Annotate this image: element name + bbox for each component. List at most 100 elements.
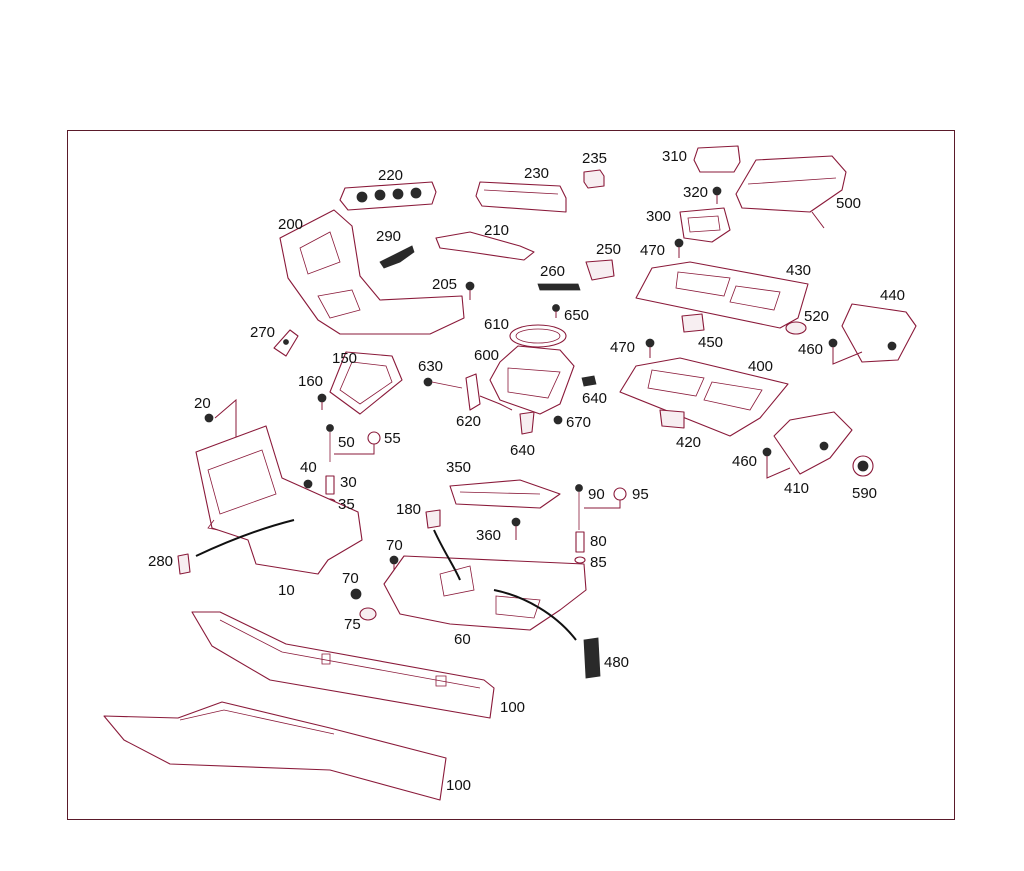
label-670: 670 — [566, 414, 591, 431]
part-205-screw[interactable] — [465, 281, 475, 300]
part-450-plug[interactable] — [681, 313, 705, 333]
part-640-clip-b[interactable] — [519, 411, 535, 435]
part-440-storage-unit[interactable] — [841, 303, 917, 363]
part-80-spacer[interactable] — [575, 531, 585, 553]
label-650: 650 — [564, 307, 589, 324]
part-520-bumper[interactable] — [785, 321, 807, 335]
part-600-cupholder-housing[interactable] — [489, 345, 575, 415]
part-55-nut[interactable] — [334, 431, 381, 455]
arrow-180 — [433, 529, 461, 581]
part-labels: 220 230 235 310 320 500 300 200 290 210 … — [148, 148, 905, 794]
label-55: 55 — [384, 430, 401, 447]
part-470-screw-a[interactable] — [674, 238, 684, 258]
part-630-bolt[interactable] — [423, 377, 463, 389]
label-440: 440 — [880, 287, 905, 304]
part-480-switch[interactable] — [583, 637, 601, 679]
label-460-b: 460 — [732, 453, 757, 470]
label-60: 60 — [454, 631, 471, 648]
part-500-armrest-lid[interactable] — [735, 155, 847, 229]
part-100-side-trim-lower[interactable] — [103, 701, 447, 801]
label-620: 620 — [456, 413, 481, 430]
arrow-280 — [195, 519, 295, 557]
part-95-nut[interactable] — [584, 487, 627, 509]
part-460-screw-b[interactable] — [762, 447, 791, 479]
label-220: 220 — [378, 167, 403, 184]
label-640-b: 640 — [510, 442, 535, 459]
part-250-clip[interactable] — [585, 259, 615, 281]
part-290-connector[interactable] — [379, 245, 415, 269]
part-470-screw-b[interactable] — [645, 338, 655, 358]
part-20-screw[interactable] — [204, 398, 237, 448]
label-460-a: 460 — [798, 341, 823, 358]
label-260: 260 — [540, 263, 565, 280]
label-320: 320 — [683, 184, 708, 201]
label-430: 430 — [786, 262, 811, 279]
label-600: 600 — [474, 347, 499, 364]
part-640-clip-a[interactable] — [581, 375, 597, 387]
part-230-tray[interactable] — [475, 181, 567, 213]
label-160: 160 — [298, 373, 323, 390]
part-310-knob[interactable] — [693, 145, 741, 173]
label-280: 280 — [148, 553, 173, 570]
part-260-mat[interactable] — [537, 283, 581, 291]
part-90-bolt[interactable] — [575, 484, 583, 531]
label-590: 590 — [852, 485, 877, 502]
part-270-switch[interactable] — [273, 329, 299, 357]
part-160-screw[interactable] — [317, 393, 327, 410]
part-100-side-trim-upper[interactable] — [191, 611, 495, 719]
label-10: 10 — [278, 582, 295, 599]
label-200: 200 — [278, 216, 303, 233]
part-650-screw[interactable] — [552, 304, 560, 319]
part-410-storage-unit[interactable] — [773, 411, 853, 475]
part-360-screw[interactable] — [511, 517, 521, 540]
part-50-bolt[interactable] — [326, 424, 334, 463]
label-235: 235 — [582, 150, 607, 167]
label-270: 270 — [250, 324, 275, 341]
part-670-screw[interactable] — [553, 415, 563, 425]
part-590-grommet[interactable] — [852, 455, 874, 477]
label-450: 450 — [698, 334, 723, 351]
part-40-screw[interactable] — [303, 479, 313, 489]
part-620-bracket[interactable] — [465, 373, 513, 411]
part-85-washer[interactable] — [574, 556, 586, 564]
label-470-a: 470 — [640, 242, 665, 259]
part-420-plug[interactable] — [659, 409, 685, 429]
label-610: 610 — [484, 316, 509, 333]
part-430-cover-panel[interactable] — [635, 261, 809, 329]
part-235-block[interactable] — [583, 169, 605, 189]
label-30: 30 — [340, 474, 357, 491]
label-230: 230 — [524, 165, 549, 182]
label-205: 205 — [432, 276, 457, 293]
part-610-cupholder-ring[interactable] — [509, 324, 567, 348]
part-10-bracket-assembly[interactable] — [195, 425, 363, 575]
label-50: 50 — [338, 434, 355, 451]
label-70-b: 70 — [342, 570, 359, 587]
label-180: 180 — [396, 501, 421, 518]
part-150-frame[interactable] — [329, 351, 403, 415]
part-350-rail[interactable] — [449, 479, 561, 509]
label-20: 20 — [194, 395, 211, 412]
label-290: 290 — [376, 228, 401, 245]
part-200-trim-frame[interactable] — [279, 209, 465, 335]
label-310: 310 — [662, 148, 687, 165]
part-220-switch-panel[interactable] — [339, 181, 437, 211]
arrow-480 — [493, 589, 577, 641]
label-150: 150 — [332, 350, 357, 367]
part-280-clip[interactable] — [177, 553, 191, 575]
part-460-screw-a[interactable] — [828, 338, 863, 365]
part-210-bracket[interactable] — [435, 231, 535, 261]
part-70-screw-b[interactable] — [350, 588, 362, 600]
label-100-b: 100 — [446, 777, 471, 794]
label-640-a: 640 — [582, 390, 607, 407]
part-75-bumper[interactable] — [359, 607, 377, 621]
part-180-clip[interactable] — [425, 509, 441, 529]
diagram-frame — [67, 130, 955, 820]
part-320-screw[interactable] — [712, 186, 722, 204]
label-300: 300 — [646, 208, 671, 225]
label-500: 500 — [836, 195, 861, 212]
part-30-spacer[interactable] — [325, 475, 335, 495]
part-300-bezel[interactable] — [679, 207, 731, 243]
part-60-carrier[interactable] — [383, 555, 587, 631]
part-400-console-panel[interactable] — [619, 357, 789, 437]
